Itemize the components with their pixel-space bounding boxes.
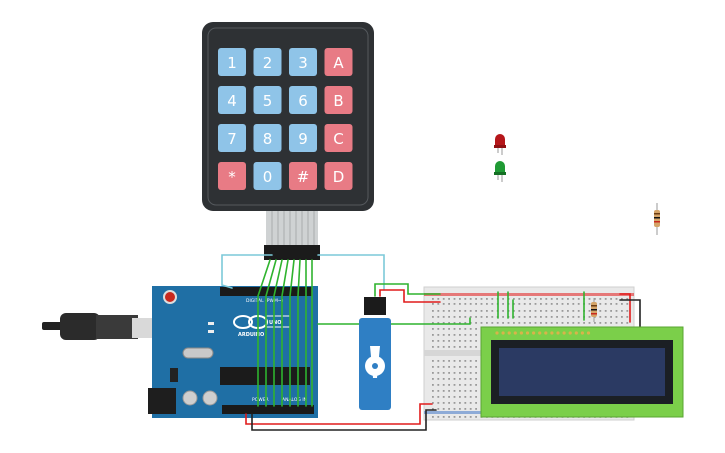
keypad-key[interactable]: 7 — [218, 124, 246, 152]
keypad-key[interactable]: D — [324, 162, 353, 190]
keypad-key[interactable]: 3 — [289, 48, 317, 76]
crystal — [182, 347, 214, 359]
power-jack — [148, 388, 176, 414]
keypad-key-label: B — [333, 92, 343, 110]
keypad-key-label: 7 — [227, 130, 237, 148]
keypad-key-label: 6 — [298, 92, 308, 110]
lcd-screen — [499, 348, 665, 396]
keypad-key[interactable]: * — [218, 162, 246, 190]
keypad-key-label: C — [333, 130, 343, 148]
keypad-key-label: 3 — [298, 54, 308, 72]
wire-keypad-cyan-right — [317, 254, 385, 291]
wire-rail-red — [619, 293, 631, 323]
green-led[interactable] — [494, 161, 506, 182]
svg-text:ARDUINO: ARDUINO — [238, 332, 264, 338]
resistor-loose[interactable] — [654, 203, 660, 235]
capacitor — [202, 390, 218, 406]
wire-power-red — [379, 289, 441, 303]
keypad-4x4[interactable]: 1 2 3 A 4 5 6 B 7 8 9 C * 0 # D — [202, 22, 374, 211]
keypad-key[interactable]: B — [324, 86, 353, 114]
lcd-16x2[interactable] — [480, 326, 684, 418]
servo-motor[interactable] — [359, 297, 391, 410]
keypad-key[interactable]: 9 — [289, 124, 317, 152]
usb-cable — [42, 313, 170, 340]
keypad-key-label: D — [333, 168, 345, 186]
reset-button[interactable] — [163, 290, 177, 304]
keypad-key-label: A — [333, 54, 344, 72]
keypad-key[interactable]: # — [289, 162, 317, 190]
wire-servo-green — [374, 283, 441, 297]
keypad-key-label: 2 — [263, 54, 273, 72]
keypad-key[interactable]: A — [324, 48, 353, 76]
svg-text:UNO: UNO — [269, 320, 282, 326]
resistor-breadboard[interactable] — [591, 298, 597, 322]
lcd-pins — [495, 331, 591, 335]
keypad-key-label: 1 — [227, 54, 237, 72]
keypad-key[interactable]: 0 — [253, 162, 282, 190]
keypad-key[interactable]: 1 — [218, 48, 246, 76]
keypad-key-label: # — [297, 168, 310, 186]
keypad-key-label: 5 — [263, 92, 273, 110]
keypad-key[interactable]: 2 — [253, 48, 282, 76]
wire-power-red-bottom — [245, 403, 433, 425]
keypad-key-label: 9 — [298, 130, 308, 148]
keypad-key[interactable]: 6 — [289, 86, 317, 114]
arduino-uno[interactable]: DIGITAL (PWM~) POWER ANALOG IN ARDUINO U… — [42, 286, 318, 418]
keypad-key-label: 4 — [227, 92, 237, 110]
keypad-keys: 1 2 3 A 4 5 6 B 7 8 9 C * 0 # D — [218, 48, 353, 190]
keypad-key[interactable]: 8 — [253, 124, 282, 152]
wire-ground-black — [251, 409, 437, 431]
atmega-chip — [220, 367, 310, 385]
keypad-ribbon — [264, 211, 320, 260]
keypad-key-label: * — [228, 168, 236, 186]
keypad-key[interactable]: 4 — [218, 86, 246, 114]
keypad-inner-border — [207, 27, 369, 206]
keypad-key-label: 8 — [263, 130, 273, 148]
red-led[interactable] — [494, 134, 506, 155]
keypad-header — [264, 245, 320, 260]
analog-label: ANALOG IN — [282, 397, 307, 403]
power-label: POWER — [252, 397, 269, 403]
servo-header — [364, 297, 386, 315]
capacitor — [182, 390, 198, 406]
keypad-key[interactable]: 5 — [253, 86, 282, 114]
keypad-key[interactable]: C — [324, 124, 353, 152]
digital-label: DIGITAL (PWM~) — [246, 298, 284, 304]
wire-keypad-cyan-left — [221, 254, 273, 289]
keypad-key-label: 0 — [263, 168, 273, 186]
